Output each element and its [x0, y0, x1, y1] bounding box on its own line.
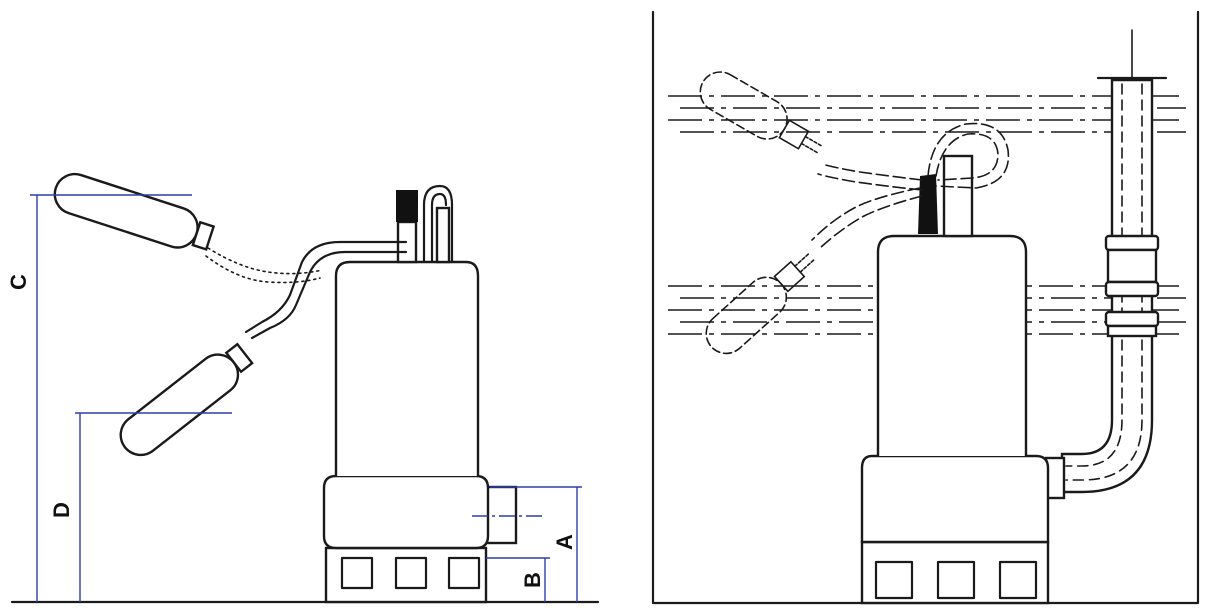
dimension-b: [486, 557, 550, 602]
lower-float-switch: [119, 342, 254, 457]
pump-housing: [322, 474, 490, 550]
installed-pump-base: [860, 540, 1050, 605]
installed-float-cable-upper: [821, 163, 923, 181]
right-panel-installed-pump: [651, 10, 1200, 605]
cable-glands: [396, 184, 454, 264]
pump-base: [324, 546, 488, 604]
installed-cable-gland: [942, 154, 974, 238]
upper-float-switch: [53, 172, 216, 251]
dimension-a: [490, 486, 582, 602]
dimension-label-d: D: [49, 502, 74, 518]
pump-outlet: [484, 485, 518, 545]
dimension-label-a: A: [552, 534, 577, 550]
float-cable: [250, 250, 408, 340]
installed-pump-housing: [860, 454, 1050, 544]
dimension-c: [30, 194, 192, 602]
installed-float-cable-lower: [811, 187, 921, 241]
dimension-label-b: B: [520, 572, 545, 588]
dimension-d: [75, 412, 232, 602]
pipe-coupling: [1104, 234, 1160, 338]
pump-motor: [334, 260, 480, 476]
installed-upper-float: [699, 71, 822, 154]
left-panel-dimensioned-pump: C D A B: [6, 172, 600, 604]
discharge-pipe: [1060, 29, 1168, 494]
float-cable-dotted: [207, 247, 323, 275]
installed-pump-motor: [876, 234, 1028, 456]
installed-cable-gland-dark: [918, 174, 938, 234]
installed-lower-float: [705, 253, 815, 355]
dimension-label-c: C: [6, 274, 31, 290]
water-level-high: [668, 95, 1186, 133]
cable-loop: [927, 122, 1010, 189]
